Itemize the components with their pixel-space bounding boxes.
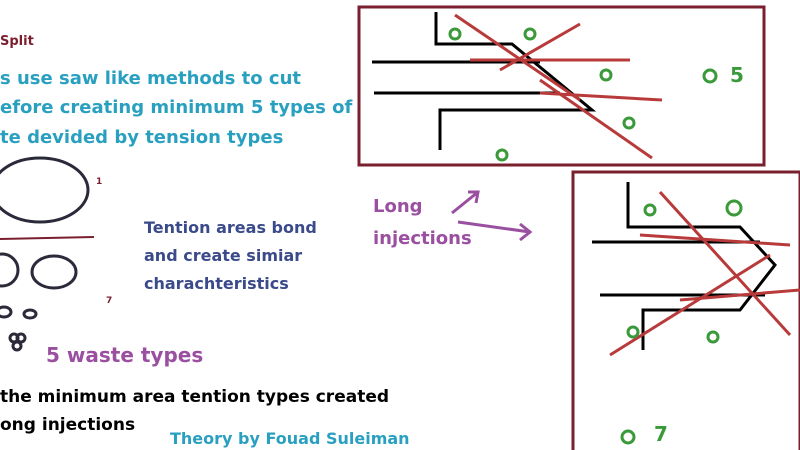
panel-5-dots bbox=[448, 27, 718, 162]
panel-7-injector bbox=[592, 182, 777, 350]
panel-7-frame bbox=[571, 170, 800, 450]
long-injections-label: injections bbox=[373, 228, 472, 249]
long-injections-label: Long bbox=[373, 196, 423, 217]
panel-5-cuts bbox=[454, 13, 663, 160]
waste-ellipses bbox=[0, 156, 90, 352]
panel-7-label: 7 bbox=[654, 422, 668, 446]
intro-line: te devided by tension types bbox=[0, 127, 284, 148]
bottom-line: ong injections bbox=[0, 415, 136, 435]
tension-line: and create simiar bbox=[144, 246, 303, 265]
panel-5-frame bbox=[357, 5, 766, 167]
panel-7-cuts bbox=[609, 190, 800, 357]
arrows bbox=[451, 190, 533, 242]
intro-line: efore creating minimum 5 types of bbox=[0, 97, 353, 118]
credit: Theory by Fouad Suleiman bbox=[170, 429, 410, 448]
panel-7-dots bbox=[620, 199, 743, 445]
waste-types-label: 5 waste types bbox=[46, 343, 204, 367]
title: Split bbox=[0, 34, 34, 49]
bottom-line: the minimum area tention types created bbox=[0, 387, 390, 407]
tension-line: Tention areas bond bbox=[144, 218, 317, 237]
panel-5-label: 5 bbox=[730, 63, 744, 87]
label-7-small: 7 bbox=[106, 296, 113, 306]
tension-line: charachteristics bbox=[144, 274, 289, 293]
label-1: 1 bbox=[96, 177, 103, 187]
intro-line: s use saw like methods to cut bbox=[0, 68, 301, 89]
split-line bbox=[0, 236, 95, 240]
